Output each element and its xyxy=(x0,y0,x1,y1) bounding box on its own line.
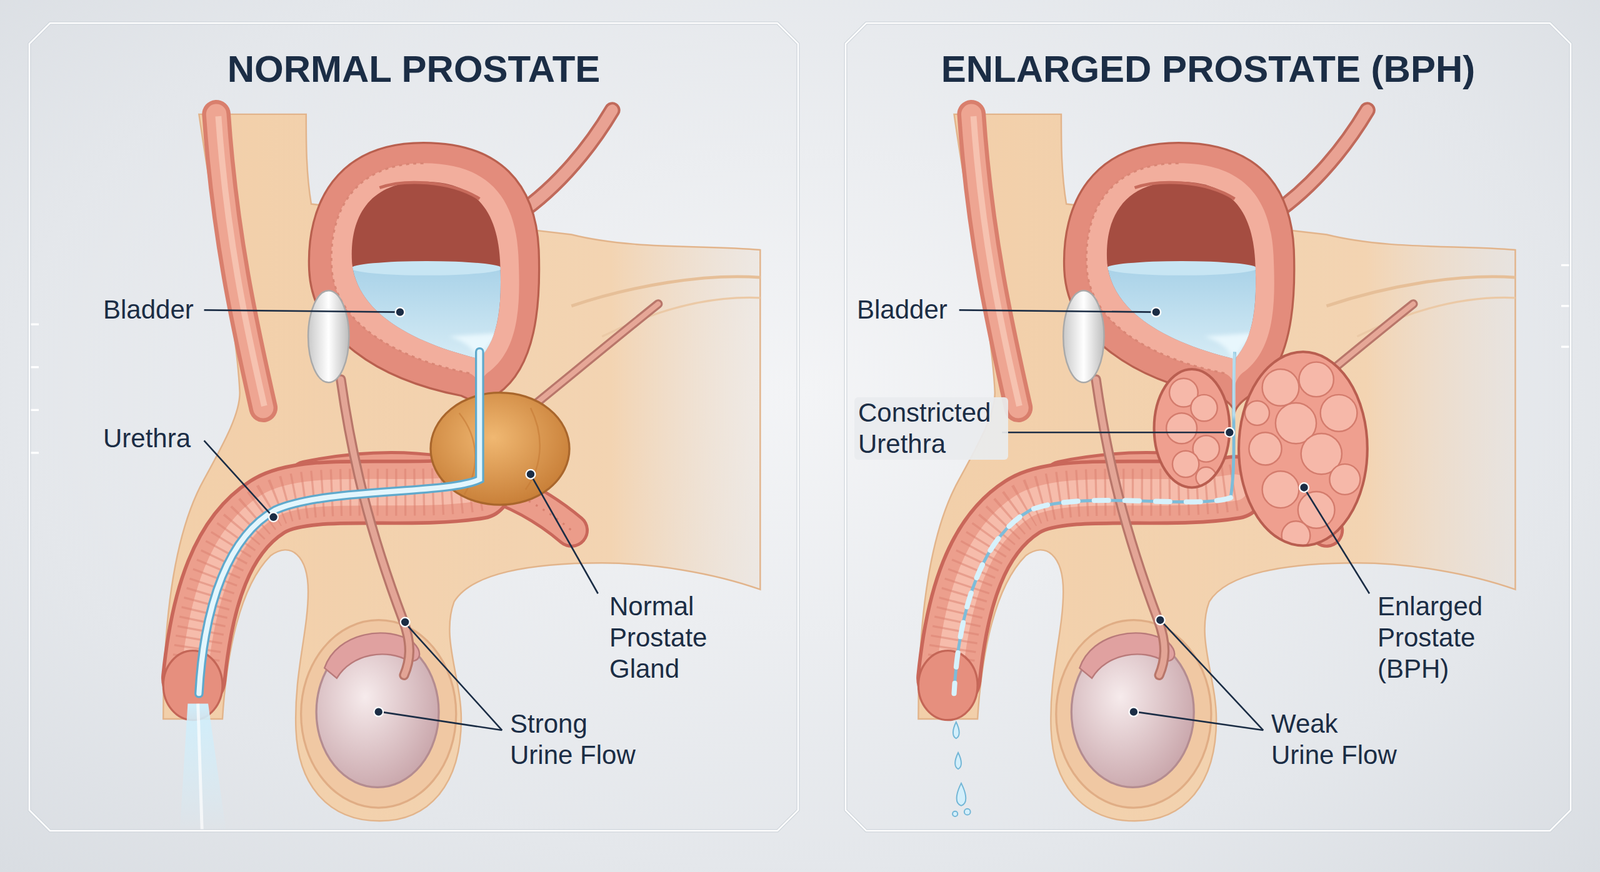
illustration-part xyxy=(1238,351,1368,546)
illustration-part xyxy=(918,110,1515,822)
illustration-part xyxy=(531,476,599,594)
weak-flow-dashes xyxy=(954,498,1231,694)
illustration-part xyxy=(1238,351,1368,546)
illustration-part xyxy=(964,809,971,816)
strong-stream xyxy=(179,704,227,835)
illustration-part xyxy=(1561,264,1570,267)
illustration-part xyxy=(30,366,39,369)
leader-dots xyxy=(268,307,1309,717)
part-label: Strong Urine Flow xyxy=(510,708,643,772)
illustration-part xyxy=(956,783,967,807)
illustration-part xyxy=(30,451,39,454)
urine-droplets xyxy=(952,722,971,817)
illustration-part xyxy=(198,351,480,694)
panel-heading: NORMAL PROSTATE xyxy=(28,44,799,95)
part-label: Bladder xyxy=(103,294,266,326)
illustration-part xyxy=(1172,451,1199,478)
illustration-part xyxy=(395,307,405,317)
label-anchor: Normal Prostate Gland xyxy=(609,591,735,685)
illustration-part xyxy=(525,408,540,490)
illustration-part xyxy=(952,811,958,817)
enlarged-prostate xyxy=(1154,351,1368,550)
illustration-part xyxy=(955,753,962,770)
frame-line xyxy=(29,23,799,832)
illustration-part xyxy=(1166,413,1197,444)
illustration-part xyxy=(406,624,502,731)
frame-line xyxy=(845,23,1571,832)
frame-line xyxy=(845,23,1571,832)
illustration-part xyxy=(1190,395,1217,422)
illustration-part xyxy=(1561,305,1570,307)
illustration-part xyxy=(1262,369,1300,407)
part-label: Urethra xyxy=(103,423,266,455)
leader-lines xyxy=(204,310,1370,731)
anatomy-normal xyxy=(163,110,760,822)
illustration-part xyxy=(1154,369,1230,488)
frame-line xyxy=(29,23,799,832)
illustration-part xyxy=(953,722,960,739)
label-anchor: Weak Urine Flow xyxy=(1271,708,1404,772)
illustration-part xyxy=(1151,307,1161,317)
illustration-part xyxy=(1248,432,1282,465)
illustration-part xyxy=(1135,712,1264,731)
urethra xyxy=(198,351,480,694)
illustration-part xyxy=(1298,362,1334,398)
part-label: Constricted Urethra xyxy=(854,397,1009,460)
illustration-part xyxy=(204,440,272,515)
label-anchor: Urethra xyxy=(103,423,266,455)
illustration-part xyxy=(1329,464,1360,495)
label-anchor: Constricted Urethra xyxy=(858,397,1009,460)
illustration-part xyxy=(1155,615,1165,625)
label-anchor: Bladder xyxy=(856,294,1020,326)
label-anchor: Strong Urine Flow xyxy=(510,708,643,772)
illustration-part xyxy=(959,310,1155,312)
illustration-part xyxy=(268,512,279,522)
illustration-part xyxy=(1154,369,1230,488)
illustration-part xyxy=(1299,483,1309,493)
illustration-part xyxy=(1561,346,1570,349)
part-label: Weak Urine Flow xyxy=(1271,708,1404,772)
illustration-part xyxy=(400,618,410,628)
illustration-part xyxy=(1001,431,1228,434)
illustration-part xyxy=(30,323,39,326)
illustration-part xyxy=(1305,490,1370,595)
label-anchor: Enlarged Prostate (BPH) xyxy=(1377,591,1503,685)
illustration-part xyxy=(198,704,203,832)
anatomy-enlarged xyxy=(918,110,1515,822)
illustration-part xyxy=(1245,401,1270,426)
label-anchor: Bladder xyxy=(103,294,266,326)
illustration-part xyxy=(1129,707,1139,717)
illustration-part xyxy=(380,712,502,731)
illustration-part xyxy=(526,470,536,480)
illustration-part xyxy=(1320,395,1358,432)
illustration-part xyxy=(1233,351,1235,419)
illustration-part xyxy=(1225,428,1235,438)
illustration-part xyxy=(1162,622,1264,731)
panel-heading: ENLARGED PROSTATE (BPH) xyxy=(845,44,1572,95)
illustration-part xyxy=(30,409,39,412)
illustration-part xyxy=(1262,471,1300,509)
part-label: Normal Prostate Gland xyxy=(609,591,735,685)
illustration-part xyxy=(373,707,384,717)
part-label: Enlarged Prostate (BPH) xyxy=(1377,591,1503,685)
illustration-part xyxy=(204,310,399,312)
part-label: Bladder xyxy=(856,294,1020,326)
